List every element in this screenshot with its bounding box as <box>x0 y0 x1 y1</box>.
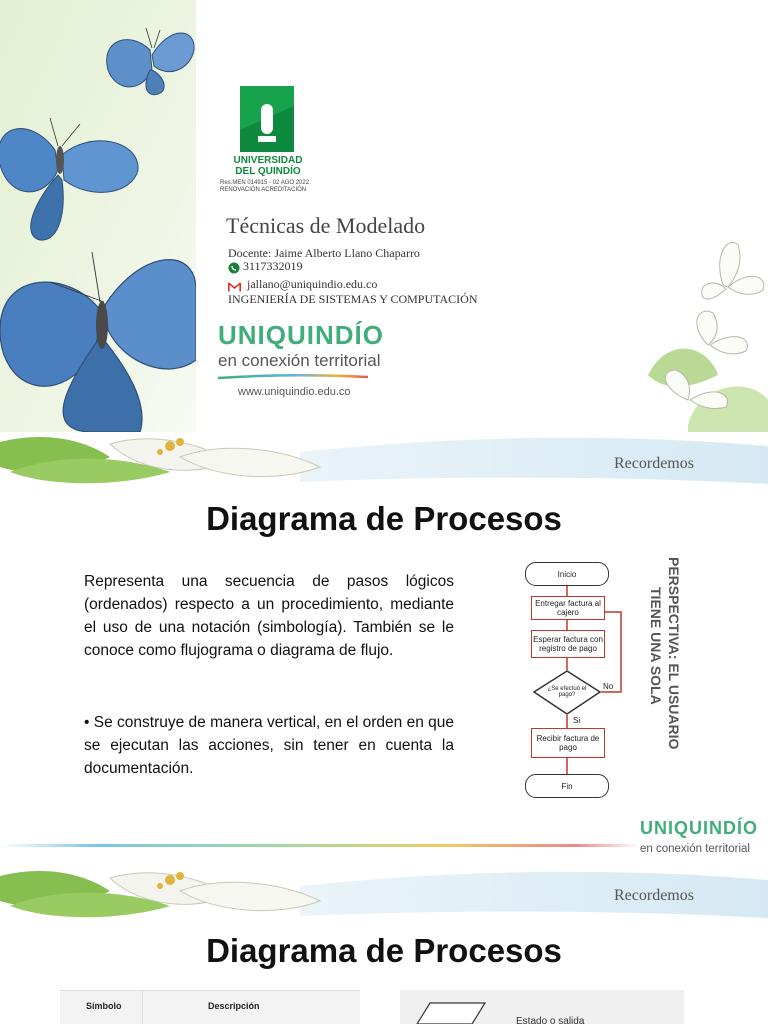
university-shield-logo <box>240 86 294 152</box>
program-name: INGENIERÍA DE SISTEMAS Y COMPUTACIÓN <box>228 292 478 306</box>
brand-color-stripe <box>218 374 368 380</box>
teacher-name: Docente: Jaime Alberto Llano Chaparro <box>228 246 420 260</box>
process-diagram-slide: Recordemos Diagrama de Procesos Represen… <box>0 432 768 866</box>
side-caption-line-2: PERSPECTIVA: EL USUARIO <box>666 557 682 750</box>
footer-brand-tagline: en conexión territorial <box>640 843 750 855</box>
side-caption: PERSPECTIVA: EL USUARIO TIENE UNA SOLA <box>647 557 683 807</box>
whatsapp-icon <box>228 261 240 279</box>
course-title: Técnicas de Modelado <box>226 213 426 238</box>
flowchart-step-receive: Recibir factura de pago <box>531 728 605 758</box>
flowchart-connectors <box>566 585 622 774</box>
section-label-2: Recordemos <box>614 887 694 904</box>
flowchart: Inicio Entregar factura al cajero Espera… <box>515 552 635 802</box>
construction-paragraph: • Se construye de manera vertical, en el… <box>84 714 454 777</box>
footer-color-stripe <box>0 844 640 847</box>
email-address: jallano@uniquindio.edu.co <box>247 277 378 291</box>
parallelogram-symbol-icon <box>416 1002 486 1024</box>
brand-logo-text: UNIQUINDÍO <box>218 320 384 350</box>
header-floral-banner <box>0 432 768 488</box>
butterfly-large-icon <box>0 251 196 432</box>
website-link[interactable]: www.uniquindio.edu.co <box>238 386 351 398</box>
table-header-description: Descripción <box>208 1001 260 1011</box>
section-label: Recordemos <box>614 455 694 472</box>
flowchart-decision-shape <box>533 670 601 715</box>
brand-tagline: en conexión territorial <box>218 351 381 370</box>
slide-title-2: Diagrama de Procesos <box>206 932 562 969</box>
side-caption-line-1: TIENE UNA SOLA <box>648 587 664 705</box>
symbol-preview-panel: Estado o salida <box>400 990 684 1024</box>
flowchart-decision: ¿Se efectuó el pago? <box>547 686 587 698</box>
symbol-description: Estado o salida <box>516 1016 585 1024</box>
symbols-table: Símbolo Descripción <box>60 990 360 1024</box>
flowchart-start: Inicio <box>525 562 609 586</box>
butterfly-small-icon <box>106 27 195 96</box>
flowchart-yes-label: Si <box>573 716 581 725</box>
title-slide: UNIVERSIDAD DEL QUINDÍO Res.MEN 014915 -… <box>0 0 768 432</box>
flowchart-end: Fin <box>525 774 609 798</box>
definition-paragraph: Representa una secuencia de pasos lógico… <box>84 573 454 659</box>
gmail-icon <box>227 279 242 297</box>
process-symbols-slide: Recordemos Diagrama de Procesos Símbolo … <box>0 866 768 1024</box>
flowchart-no-label: No <box>603 682 614 691</box>
flowchart-step-deliver: Entregar factura al cajero <box>531 596 605 620</box>
butterfly-illustration <box>0 0 196 432</box>
accreditation-text: Res.MEN 014915 - 02 AGO 2022 RENOVACIÓN … <box>220 180 310 193</box>
flowers-illustration <box>648 242 768 432</box>
flowchart-step-wait: Esperar factura con registro de pago <box>531 630 605 658</box>
slide-title: Diagrama de Procesos <box>206 500 562 537</box>
table-header-symbol: Símbolo <box>86 1001 122 1011</box>
header-floral-banner-2 <box>0 866 768 922</box>
university-name: UNIVERSIDAD DEL QUINDÍO <box>233 155 303 177</box>
footer-brand: UNIQUINDÍO <box>640 818 758 838</box>
phone-number: 3117332019 <box>243 259 303 273</box>
butterfly-medium-icon <box>0 117 139 241</box>
